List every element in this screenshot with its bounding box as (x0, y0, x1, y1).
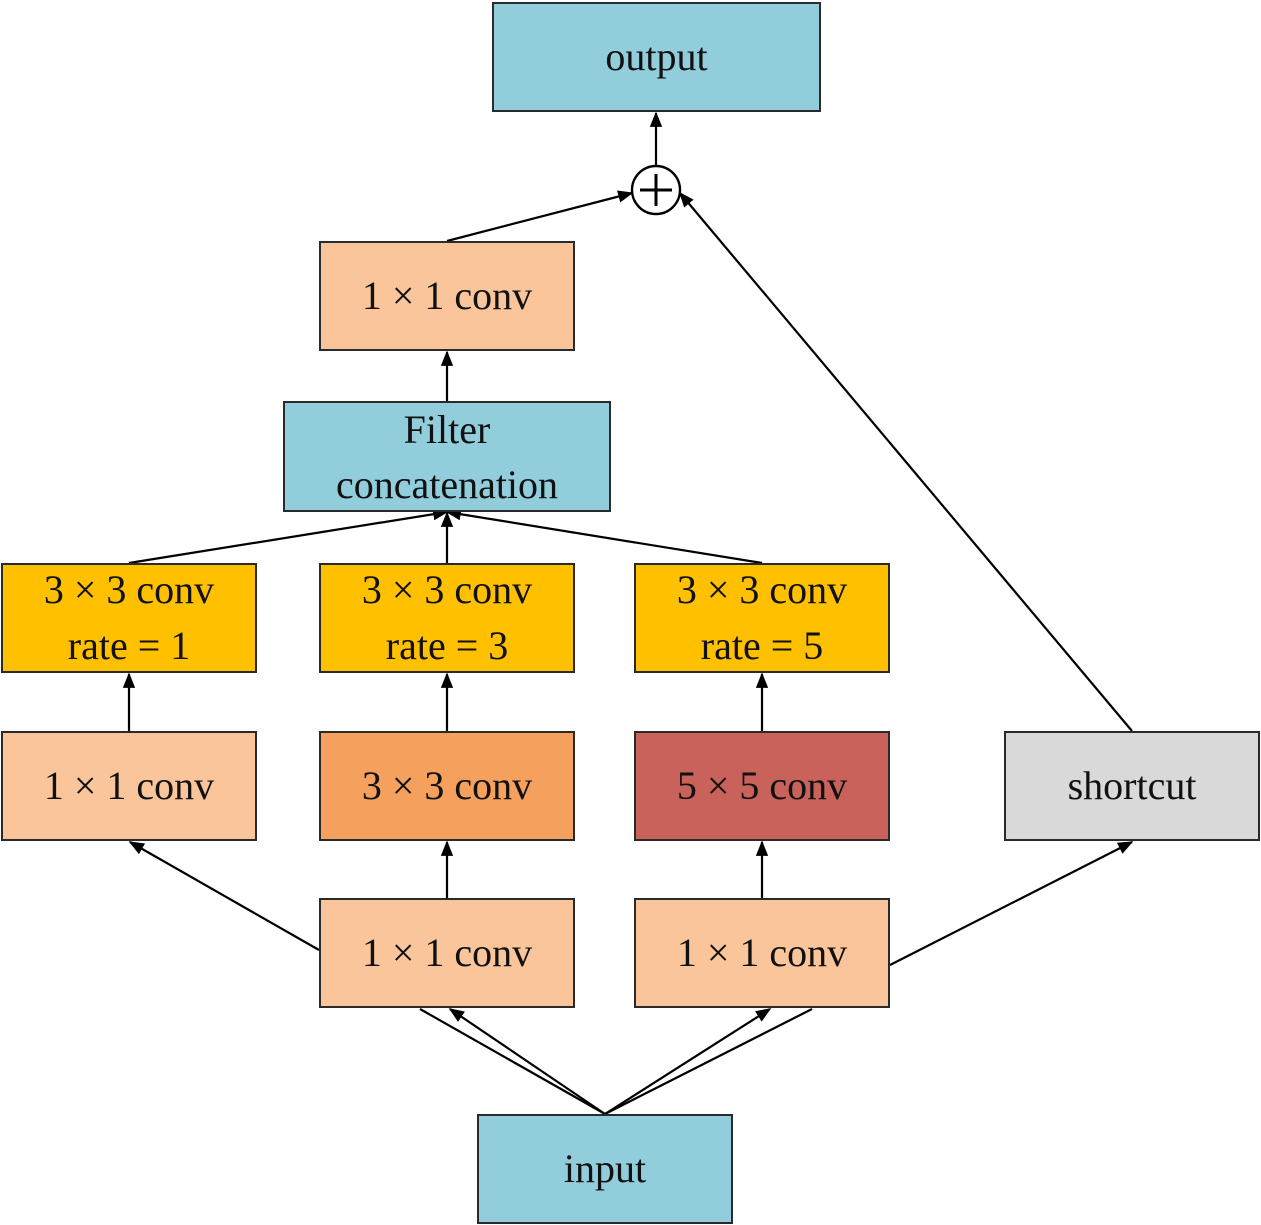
edge-input-to-shortcut-b (889, 841, 1134, 966)
edge-input-to-reduce5 (604, 1008, 772, 1115)
dilated-conv-label: 3 × 3 conv (676, 567, 848, 612)
input-label: input (563, 1146, 647, 1191)
branch-1x1-conv-node: 1 × 1 conv (1, 731, 257, 841)
filter-concatenation-node: Filter concatenation (283, 401, 611, 512)
reduce-conv-label: 1 × 1 conv (676, 930, 848, 975)
output-label: output (605, 34, 708, 79)
top-1x1-conv-label: 1 × 1 conv (361, 273, 533, 318)
reduce-conv-label: 1 × 1 conv (361, 930, 533, 975)
sum-node (630, 164, 682, 216)
edge-shortcut-to-sum (679, 191, 1133, 732)
dilated-conv-rate3-node: 3 × 3 conv rate = 3 (319, 563, 575, 673)
dilated-rate-label: rate = 3 (385, 623, 509, 668)
dilated-conv-label: 3 × 3 conv (361, 567, 533, 612)
edge-input-to-shortcut-a (604, 1008, 813, 1115)
top-1x1-conv-node: 1 × 1 conv (319, 241, 575, 351)
branch-3x3-conv-node: 3 × 3 conv (319, 731, 575, 841)
dilated-conv-label: 3 × 3 conv (43, 567, 215, 612)
concat-label-line1: Filter (403, 406, 491, 452)
dilated-rate-label: rate = 1 (67, 623, 191, 668)
dilated-rate-label: rate = 5 (700, 623, 824, 668)
dilated-conv-rate1-node: 3 × 3 conv rate = 1 (1, 563, 257, 673)
edge-d1-to-concat (128, 508, 449, 565)
shortcut-label: shortcut (1067, 763, 1197, 808)
edge-input-to-left-branch-b (128, 841, 320, 951)
edge-top11-to-sum (446, 190, 634, 243)
dilated-conv-rate5-node: 3 × 3 conv rate = 5 (634, 563, 890, 673)
shortcut-node: shortcut (1004, 731, 1260, 841)
reduce-1x1-conv-node: 1 × 1 conv (319, 898, 575, 1008)
edge-d5-to-concat (445, 508, 763, 565)
output-node: output (492, 2, 821, 112)
branch-conv-label: 3 × 3 conv (361, 763, 533, 808)
edge-input-to-reduce3 (448, 1008, 606, 1115)
reduce-1x1-conv-node: 1 × 1 conv (634, 898, 890, 1008)
branch-5x5-conv-node: 5 × 5 conv (634, 731, 890, 841)
branch-conv-label: 5 × 5 conv (676, 763, 848, 808)
input-node: input (477, 1114, 733, 1224)
branch-conv-label: 1 × 1 conv (43, 763, 215, 808)
edge-input-to-left-branch-a (419, 1008, 606, 1115)
concat-label-line2: concatenation (335, 461, 559, 507)
